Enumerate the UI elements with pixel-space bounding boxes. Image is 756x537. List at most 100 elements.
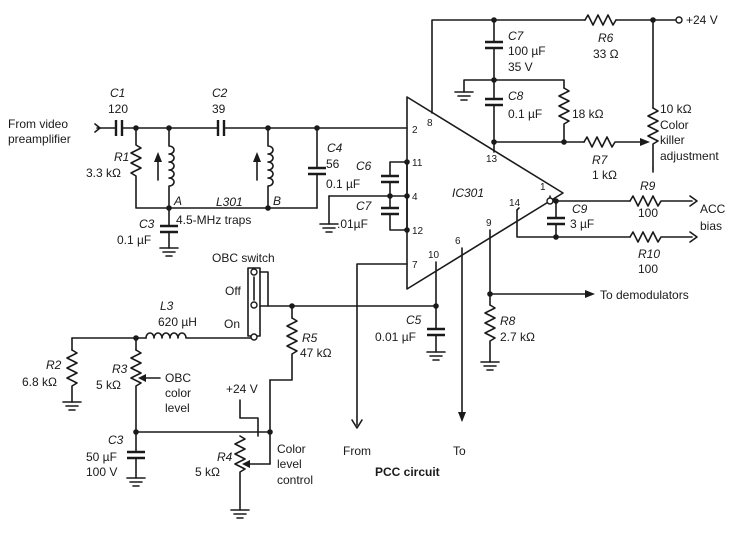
- label-p14: 14: [509, 198, 521, 209]
- labels: From video preamplifier C1 120 C2 39 R1 …: [8, 13, 726, 487]
- label-c7a-val: .01µF: [337, 217, 368, 231]
- label-from: From: [343, 444, 371, 458]
- label-preamplifier: preamplifier: [8, 132, 71, 146]
- pcc-network: [351, 247, 466, 429]
- label-on: On: [224, 317, 240, 331]
- label-to-demod: To demodulators: [600, 288, 689, 302]
- resistor-r6: [584, 14, 617, 26]
- label-r8-name: R8: [500, 314, 516, 328]
- label-r2-name: R2: [46, 358, 62, 372]
- ground-r8: [480, 361, 500, 371]
- label-c7a-name: C7: [356, 199, 373, 213]
- capacitor-c5: [427, 327, 445, 337]
- label-obc-switch: OBC switch: [212, 251, 275, 265]
- ground-c5: [426, 351, 446, 361]
- label-r6-name: R6: [598, 31, 614, 45]
- resistor-r2: [66, 349, 78, 403]
- ground-c3: [159, 247, 179, 257]
- label-c6-val: 0.1 µF: [326, 177, 360, 191]
- label-r3-name: R3: [112, 362, 128, 376]
- label-p7: 7: [412, 260, 418, 271]
- label-c3a-val: 0.1 µF: [117, 233, 151, 247]
- label-r9-name: R9: [640, 179, 656, 193]
- label-c3b-name: C3: [108, 433, 124, 447]
- resistor-r1: [130, 127, 170, 209]
- label-c6-name: C6: [356, 159, 372, 173]
- label-c7b-val1: 100 µF: [508, 44, 546, 58]
- inductor-l3: [145, 332, 252, 339]
- capacitor-c7-small: [381, 206, 399, 216]
- label-r1-val: 3.3 kΩ: [86, 166, 121, 180]
- ground-c7: [454, 91, 474, 101]
- label-r9-val: 100: [638, 206, 658, 220]
- label-p9: 9: [486, 218, 492, 229]
- label-color2: color: [165, 386, 191, 400]
- label-l301: L301: [216, 195, 243, 209]
- label-node-b: B: [273, 194, 281, 208]
- input-network: [94, 120, 408, 257]
- label-color3: Color: [277, 442, 306, 456]
- label-level: level: [165, 401, 190, 415]
- label-p13: 13: [486, 154, 498, 165]
- label-r3-val: 5 kΩ: [96, 378, 121, 392]
- label-killer: killer: [660, 133, 685, 147]
- label-traps: 4.5-MHz traps: [176, 213, 251, 227]
- label-r10-name: R10: [638, 247, 660, 261]
- label-c7b-val2: 35 V: [508, 60, 533, 74]
- resistor-r7: [583, 136, 641, 148]
- label-acc: ACC: [700, 202, 726, 216]
- label-bias: bias: [700, 219, 722, 233]
- killer-network: [431, 14, 683, 173]
- label-obc: OBC: [165, 371, 191, 385]
- label-r5-name: R5: [302, 331, 318, 345]
- label-c2-name: C2: [212, 86, 228, 100]
- label-p1: 1: [540, 182, 546, 193]
- capacitor-c7-electrolytic: [485, 40, 503, 50]
- capacitor-c6: [381, 174, 399, 184]
- bypass-network: [319, 159, 410, 233]
- resistor-r4: [234, 435, 246, 511]
- label-r2-val: 6.8 kΩ: [22, 375, 57, 389]
- obc-network: [247, 261, 446, 381]
- label-from-video: From video: [8, 117, 68, 131]
- label-r4-name: R4: [217, 450, 233, 464]
- ground-pin4: [319, 223, 339, 233]
- resistor-r10: [629, 231, 693, 243]
- obc-level-network: [62, 332, 273, 519]
- capacitor-c8: [485, 97, 503, 107]
- demod-network: [480, 229, 595, 371]
- label-l3-name: L3: [160, 299, 174, 313]
- label-plus24: +24 V: [226, 382, 258, 396]
- label-p12: 12: [412, 226, 424, 237]
- label-pcc: PCC circuit: [375, 465, 440, 479]
- inductor-trap-b: [267, 127, 274, 209]
- label-r10k: 10 kΩ: [660, 102, 692, 116]
- label-c2-val: 39: [212, 102, 226, 116]
- label-c3b-val1: 50 µF: [86, 450, 117, 464]
- capacitor-c2: [216, 120, 226, 136]
- acc-network: [516, 195, 698, 243]
- label-r7-val: 1 kΩ: [592, 168, 617, 182]
- resistor-r9: [629, 195, 693, 207]
- label-c8-val: 0.1 µF: [508, 107, 542, 121]
- label-l3-val: 620 µH: [158, 315, 197, 329]
- label-p11: 11: [412, 158, 423, 169]
- label-c5-name: C5: [406, 313, 422, 327]
- label-to: To: [453, 444, 466, 458]
- label-r6-val: 33 Ω: [593, 47, 619, 61]
- label-r5-val: 47 kΩ: [300, 346, 332, 360]
- capacitor-c4: [308, 166, 326, 176]
- label-r1-name: R1: [114, 150, 129, 164]
- label-c3b-val2: 100 V: [86, 465, 117, 479]
- capacitor-c3-electrolytic: [127, 450, 145, 460]
- label-off: Off: [225, 284, 241, 298]
- ground-r2: [62, 401, 82, 411]
- capacitor-c9: [547, 216, 565, 226]
- label-c1-name: C1: [110, 86, 125, 100]
- label-c4-val: 56: [326, 157, 340, 171]
- potentiometer-10k: [647, 107, 659, 169]
- resistor-r5: [269, 317, 298, 381]
- label-r4-val: 5 kΩ: [195, 465, 220, 479]
- label-p2: 2: [412, 125, 418, 136]
- ic301-label: IC301: [452, 186, 484, 200]
